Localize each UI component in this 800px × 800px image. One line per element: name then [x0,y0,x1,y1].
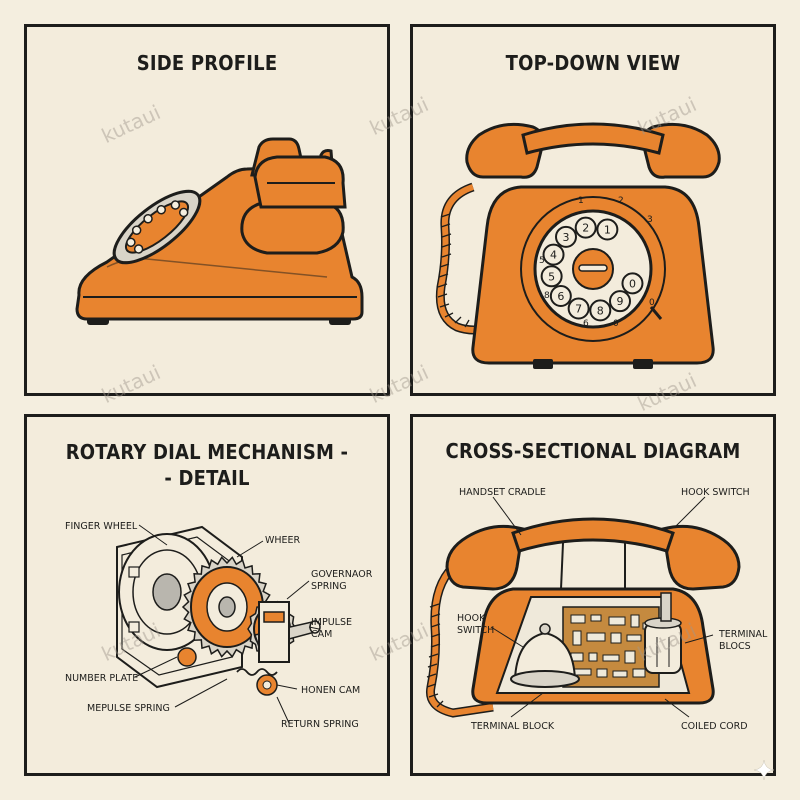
label-hook-switch-top: HOOK SWITCH [681,487,750,498]
dial-hole [540,265,563,288]
label-honen-cam: HONEN CAM [301,685,361,696]
label-coiled-cord: COILED CORD [681,721,748,732]
cross-section-panel: CROSS-SECTIONAL DIAGRAM [410,414,776,776]
circuit-component [572,630,582,646]
svg-text:1: 1 [578,196,584,206]
dial-number: 6 [557,290,564,303]
dial-hole [596,218,619,241]
dial-number: 9 [616,295,623,308]
dial-hole [555,225,578,248]
dial-mechanism-illustration [116,524,321,724]
circuit-component [610,632,622,644]
label-terminal-blocs-2: BLOCS [719,641,751,652]
svg-text:0: 0 [613,319,619,329]
sparkle-icon [754,760,774,780]
circuit-component [588,652,598,662]
side-profile-panel: SIDE PROFILE [24,24,390,396]
svg-text:5: 5 [539,256,545,266]
side-profile-illustration [75,137,364,325]
label-finger-wheel: FINGER WHEEL [65,521,138,532]
dial-number: 2 [582,222,589,235]
label-handset-cradle: HANDSET CRADLE [459,487,546,498]
label-impulse-2: CAM [311,629,333,640]
circuit-component [586,632,606,642]
circuit-component [612,670,628,678]
circuit-component [596,668,608,678]
circuit-component [624,650,636,664]
circuit-component [626,634,642,642]
dial-number: 7 [575,302,582,315]
label-number-plate: NUMBER PLATE [65,673,139,684]
circuit-component [572,668,592,676]
label-governor-2: SPRING [311,581,347,592]
dial-number: 4 [550,249,557,262]
dial-title-line1: ROTARY DIAL MECHANISM - [65,440,349,464]
circuit-component [590,614,602,622]
svg-text:3: 3 [647,215,653,225]
dial-mechanism-panel: ROTARY DIAL MECHANISM - - DETAIL [24,414,390,776]
label-hook-2: SWITCH [457,625,495,636]
dial-hole [608,290,631,313]
label-terminal-blocs-1: TERMINAL [719,629,768,640]
label-governor-1: GOVERNAOR [311,569,373,580]
circuit-component [608,616,626,626]
dial-number: 3 [563,231,570,244]
label-return-spring: RETURN SPRING [281,719,359,730]
circuit-component [570,614,586,624]
cross-section-title: CROSS-SECTIONAL DIAGRAM [445,439,741,463]
dial-number: 8 [597,304,604,317]
dial-hole [567,297,590,320]
dial-number: 1 [604,224,611,237]
circuit-component [630,614,640,628]
dial-number: 0 [629,277,636,290]
cross-section-illustration [425,496,741,718]
svg-text:8: 8 [544,291,550,301]
dial-mechanism-title: ROTARY DIAL MECHANISM - - DETAIL [27,439,387,491]
top-down-title: TOP-DOWN VIEW [505,51,681,75]
svg-text:2: 2 [618,196,624,206]
dial-number: 5 [548,270,555,283]
label-impulse-1: IMPULSE [311,617,353,628]
dial-hole [574,216,597,239]
label-mepulse-spring: MEPULSE SPRING [87,703,170,714]
dial-title-line2: - DETAIL [164,466,250,490]
circuit-component [602,654,620,662]
dial-hole [542,243,565,266]
label-hook-1: HOOK [457,613,486,624]
circuit-component [632,668,646,678]
side-profile-title: SIDE PROFILE [136,51,278,75]
svg-text:6: 6 [583,319,589,329]
label-terminal-block: TERMINAL BLOCK [471,721,555,732]
label-wheer: WHEER [265,535,301,546]
dial-hole [589,299,612,322]
dial-hole [549,284,572,307]
svg-text:0: 0 [649,298,655,308]
dial-hole [621,272,644,295]
